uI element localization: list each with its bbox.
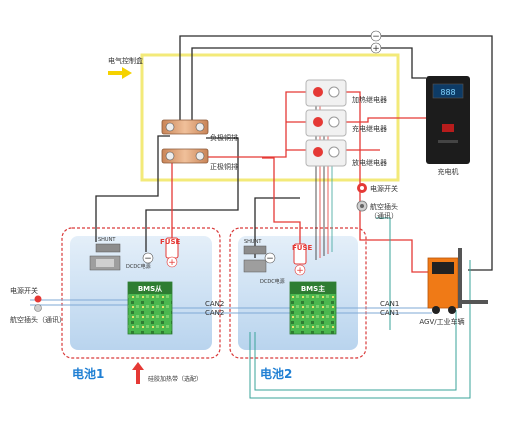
dcdc-icon [89,255,121,271]
battery1-label: 电池1 [72,366,104,381]
svg-text:+: + [372,44,380,54]
svg-text:+: + [296,266,304,276]
agv-label: AGV/工业车辆 [419,317,464,326]
fuse-icon-2 [293,243,307,265]
charger-icon: 888 [426,76,470,164]
comm-right-label: （通讯） [370,211,398,220]
can1-label-a: CAN1 [380,300,399,308]
aviation-plug-left-label: 航空插头（通讯） [10,315,66,324]
charging-relay-label: 充电继电器 [352,124,387,133]
heating-relay-label: 加热继电器 [352,95,387,104]
battery2-label: 电池2 [260,366,292,381]
shunt-icon-2 [243,245,267,255]
negative-busbar-label: 负极铜排 [210,133,238,142]
aviation-plug-right-label: 航空插头 [370,202,398,211]
negative-busbar [161,119,209,135]
shunt-label-2: SHUNT [244,239,262,245]
power-switch-icon [357,183,367,193]
charger-label: 充电机 [438,167,459,176]
power-switch-left-label: 电源开关 [10,286,38,295]
shunt-label-1: SHUNT [98,237,116,243]
power-switch-left-icon [34,295,42,303]
battery2-terminals: − + [264,252,306,276]
can1-label-b: CAN1 [380,309,399,317]
discharge-relay-label: 放电继电器 [352,158,387,167]
comm-lines [249,217,471,399]
dcdc-label-2: DCDC电源 [260,278,285,285]
can2-label-b: CAN2 [205,309,224,317]
can-lines [30,299,432,314]
bms-slave-label: BMS从 [138,285,162,293]
control-box-label: 电气控制盒 [108,56,143,65]
aviation-plug-icon [356,200,368,212]
fuse-label-2: FUSE [292,244,313,252]
heating-film-label: 硅胶加热带（选配） [148,375,202,383]
dcdc-label-1: DCDC电源 [126,263,151,270]
power-switch-right-label: 电源开关 [370,184,398,193]
svg-text:−: − [372,32,380,42]
positive-busbar [161,148,209,164]
dcdc-icon-2 [243,259,267,273]
svg-text:+: + [168,258,176,268]
svg-text:−: − [266,254,274,264]
red-wires [171,91,428,273]
bms-master-label: BMS主 [301,284,325,293]
svg-text:888: 888 [440,88,455,97]
can2-label-a: CAN2 [205,300,224,308]
heating-film-arrow [132,362,144,384]
discharge-relay [305,139,347,167]
fuse-label-1: FUSE [160,238,181,246]
black-wires [95,35,493,271]
charging-relay [305,109,347,137]
shunt-icon [95,243,121,253]
battery1-terminals: − + [142,252,178,268]
polarity-markers: − + [370,30,382,54]
agv-forklift-icon [427,248,488,314]
svg-text:−: − [144,254,152,264]
heating-relay [305,79,347,107]
bms-slave-board [127,281,173,335]
aviation-plug-left-icon [34,304,42,312]
bms-master-board [289,281,337,335]
positive-busbar-label: 正极铜排 [210,162,238,171]
control-box-arrow [108,67,132,79]
